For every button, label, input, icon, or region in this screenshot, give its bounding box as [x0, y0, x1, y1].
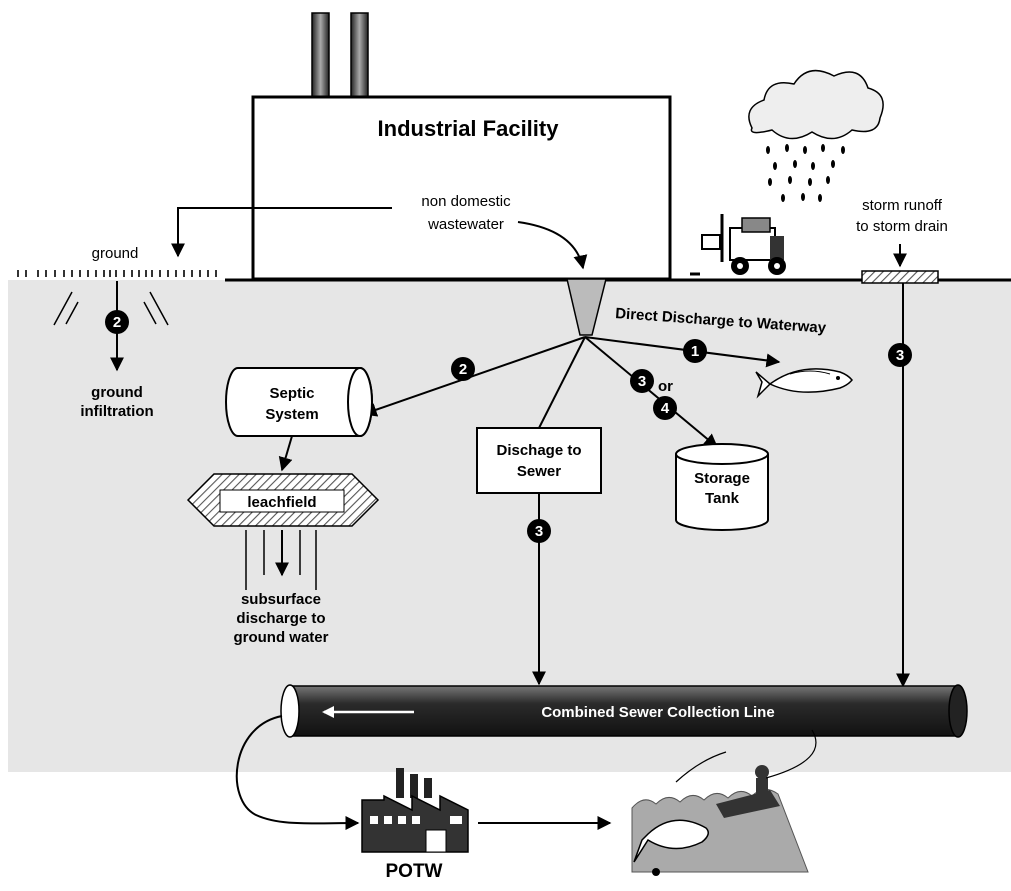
- infiltration-line-left: [53, 291, 73, 326]
- potw-factory-icon: [361, 768, 469, 853]
- svg-text:2: 2: [459, 361, 467, 378]
- svg-text:3: 3: [535, 523, 543, 540]
- marker-septic: 2: [451, 357, 475, 381]
- marker-waterway: 1: [683, 339, 707, 363]
- forklift-icon: [690, 214, 786, 276]
- floor-drain-funnel: [566, 278, 607, 336]
- storage-tank-label-2: Tank: [705, 490, 740, 507]
- marker-tank-a: 3: [630, 369, 654, 393]
- storm-drain-grate: [861, 270, 939, 284]
- flow-to-waterway: [584, 336, 781, 368]
- marker-tank-b: 4: [653, 396, 677, 420]
- leachfield-label-box: [219, 489, 345, 513]
- wastewater-label-1: non domestic: [421, 193, 511, 210]
- fish-icon: [755, 368, 853, 399]
- receiving-water-fishing-icon: [631, 729, 817, 876]
- smokestack-left: [311, 12, 330, 98]
- storm-label-2: to storm drain: [856, 218, 948, 235]
- subsurface-label-1: subsurface: [241, 591, 321, 608]
- collection-line-label: Combined Sewer Collection Line: [541, 704, 774, 721]
- leachfield-label: leachfield: [247, 494, 316, 511]
- ground-infiltration-label-1: ground: [91, 384, 143, 401]
- flow-arrow-to-drain: [517, 221, 588, 270]
- septic-system-tank: [225, 367, 373, 437]
- svg-text:2: 2: [113, 314, 121, 331]
- flow-arrow-to-ground: [171, 207, 392, 258]
- marker-storm: 3: [888, 343, 912, 367]
- sewer-discharge-label-1: Dischage to: [496, 442, 581, 459]
- storage-tank-cylinder: [675, 443, 769, 531]
- rain-cloud-icon: [748, 69, 884, 140]
- potw-label: POTW: [386, 861, 443, 882]
- industrial-facility-building: [251, 95, 672, 281]
- ground-infiltration-label-2: infiltration: [80, 403, 153, 420]
- smokestack-right: [350, 12, 369, 98]
- svg-text:3: 3: [896, 347, 904, 364]
- infiltration-line-right-2: [143, 301, 157, 325]
- svg-text:4: 4: [661, 400, 670, 417]
- discharge-to-sewer-box: [476, 427, 602, 494]
- ground-label: ground: [92, 245, 139, 262]
- pipe-to-potw-arrow: [235, 715, 360, 831]
- svg-text:3: 3: [638, 373, 646, 390]
- storm-label-1: storm runoff: [862, 197, 943, 214]
- pipe-flow-arrowhead: [322, 706, 334, 718]
- ground-hatch-marks: [17, 270, 217, 277]
- flow-to-septic: [362, 336, 586, 417]
- septic-label-1: Septic: [269, 385, 314, 402]
- wastewater-label-2: wastewater: [427, 216, 504, 233]
- raindrops-icon: [766, 144, 845, 202]
- septic-label-2: System: [265, 406, 318, 423]
- infiltration-line-right: [149, 291, 169, 326]
- sewer-discharge-label-2: Sewer: [517, 463, 561, 480]
- svg-text:1: 1: [691, 343, 699, 360]
- storage-tank-label-1: Storage: [694, 470, 750, 487]
- or-label: or: [658, 378, 673, 395]
- marker-sewer: 3: [527, 519, 551, 543]
- infiltration-line-left-2: [65, 301, 79, 325]
- marker-ground: 2: [105, 310, 129, 334]
- septic-to-leachfield-arrow: [278, 435, 293, 472]
- subsurface-label-3: ground water: [233, 629, 328, 646]
- flow-to-sewer-box: [538, 336, 586, 429]
- facility-title: Industrial Facility: [378, 116, 560, 141]
- subsurface-lines: [245, 530, 317, 590]
- flow-to-storage-tank: [584, 336, 719, 448]
- subsurface-label-2: discharge to: [236, 610, 325, 627]
